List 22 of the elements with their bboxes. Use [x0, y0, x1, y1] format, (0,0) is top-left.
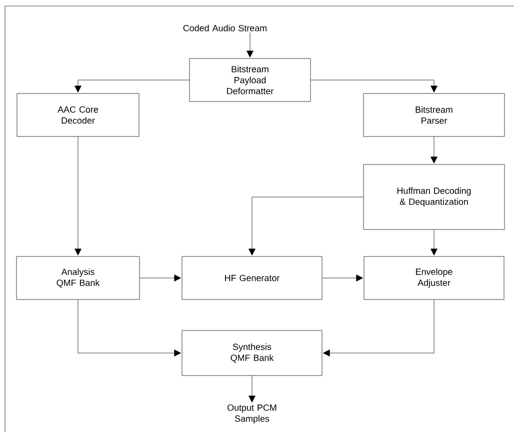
process-box: Bitstream Parser: [363, 93, 505, 137]
arrow: [323, 300, 434, 356]
process-box: Synthesis QMF Bank: [182, 330, 322, 376]
process-box: Envelope Adjuster: [364, 256, 504, 300]
process-box: HF Generator: [182, 256, 322, 300]
arrow: [310, 80, 438, 92]
arrow: [322, 274, 363, 282]
arrow: [246, 32, 254, 58]
process-box: Bitstream Payload Deformatter: [189, 58, 311, 102]
arrow: [248, 376, 256, 402]
process-box: AAC Core Decoder: [16, 93, 140, 137]
label-text: Coded Audio Stream: [183, 24, 266, 32]
arrow: [430, 230, 438, 256]
label-text: Output PCM Samples: [228, 404, 276, 424]
process-box: Analysis QMF Bank: [16, 256, 140, 300]
arrow: [140, 274, 181, 282]
process-box: Huffman Decoding & Dequantization: [363, 164, 505, 230]
arrow: [74, 80, 190, 92]
arrow: [74, 136, 82, 256]
arrow: [248, 196, 364, 256]
arrow: [430, 136, 438, 164]
arrow: [78, 300, 181, 356]
